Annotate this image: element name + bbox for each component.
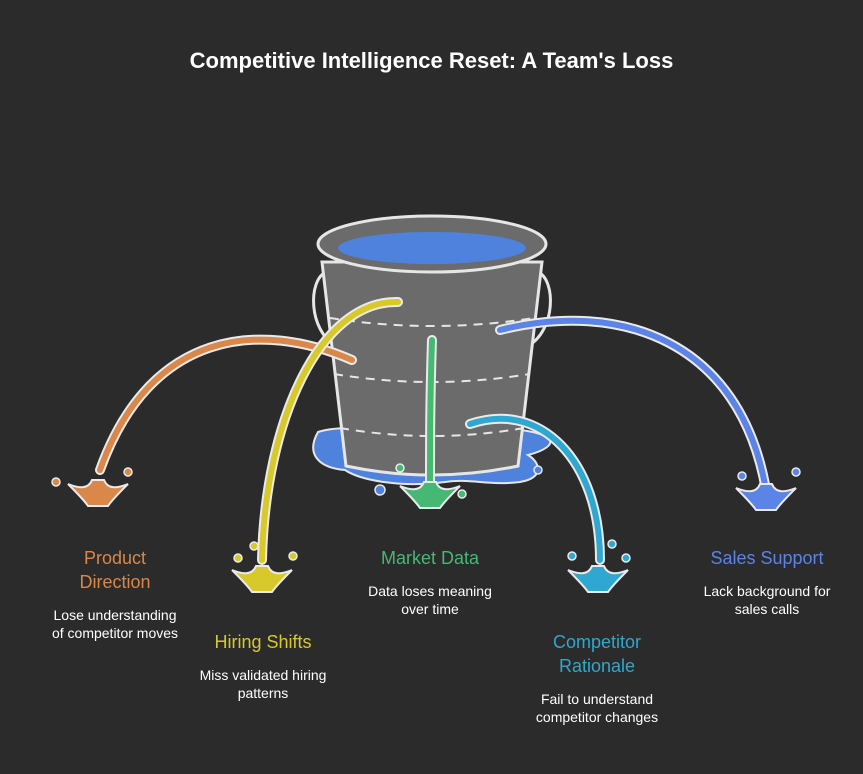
drop-icon: [737, 471, 747, 481]
stream-competitor-rationale: [467, 415, 603, 563]
splash-icon: [67, 479, 129, 507]
stream-sales-support: [497, 317, 769, 493]
stream-outline-sales-support: [495, 315, 771, 495]
desc-product-direction: Lose understanding of competitor moves: [51, 607, 179, 641]
label-hiring-shifts: Hiring Shifts: [214, 632, 312, 652]
drop-icon: [51, 477, 61, 487]
drop-icon: [395, 463, 405, 473]
drop-icon: [123, 467, 133, 477]
bucket-stitch: [339, 427, 525, 437]
drop-icon: [567, 551, 577, 561]
label-sales-support: Sales Support: [710, 548, 824, 568]
desc-competitor-rationale: Fail to understand competitor changes: [535, 691, 659, 725]
bucket-water: [338, 232, 526, 264]
label-competitor-rationale: Competitor Rationale: [552, 632, 642, 676]
stream-hiring-shifts: [259, 298, 401, 563]
label-product-direction: Product Direction: [79, 548, 151, 592]
drop-icon: [288, 551, 298, 561]
stream-market-data: [427, 337, 435, 493]
drop-icon: [607, 539, 617, 549]
bucket-stitch: [329, 317, 535, 327]
drop-icon: [233, 553, 243, 563]
water-drop: [374, 484, 386, 496]
drop-icon: [791, 467, 801, 477]
splash-icon: [231, 565, 293, 593]
desc-hiring-shifts: Miss validated hiring patterns: [199, 667, 327, 701]
drop-icon: [457, 489, 467, 499]
splash-icon: [735, 483, 797, 511]
splash-icon: [567, 565, 629, 593]
bucket-handle-right: [527, 270, 552, 348]
drop-icon: [249, 541, 259, 551]
splash-icon: [399, 481, 461, 509]
water-drop: [533, 465, 543, 475]
label-market-data: Market Data: [380, 548, 480, 568]
diagram-title: Competitive Intelligence Reset: A Team's…: [189, 48, 674, 73]
desc-market-data: Data loses meaning over time: [368, 583, 492, 617]
desc-sales-support: Lack background for sales calls: [703, 583, 831, 617]
drop-icon: [621, 553, 631, 563]
